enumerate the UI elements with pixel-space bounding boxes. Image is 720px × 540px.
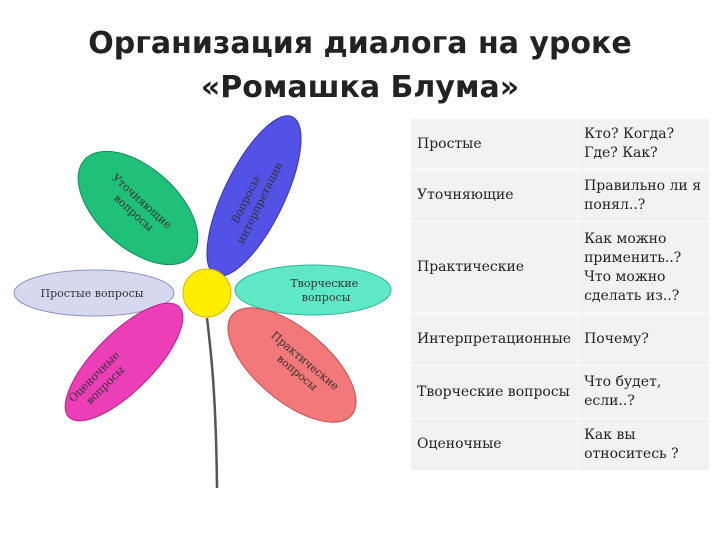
question-type-cell: Творческие вопросы [409,365,579,419]
table-row: Творческие вопросы Что будет, если..? [409,365,710,419]
petal-practical-shape [227,307,357,423]
title-line-1: Организация диалога на уроке [88,26,632,61]
flower-center [182,268,232,318]
example-question-cell: Как можно применить..? Что можно сделать… [577,221,710,314]
flower-stem [205,317,219,489]
petal-clarifying-shape [77,150,199,266]
question-type-cell: Уточняющие [409,169,579,222]
question-types-table: Простые Кто? Когда? Где? Как? Уточняющие… [409,118,710,471]
petal-creative-label-1: Творческие [290,277,358,290]
petal-practical: Практические вопросы [227,307,357,423]
petal-simple-shape [13,269,175,317]
table-row: Оценочные Как вы относитесь ? [409,418,710,471]
title-line-2: «Ромашка Блума» [200,70,520,105]
petal-interpretation: Вопросы- интерпретации [206,115,302,277]
question-type-cell: Оценочные [409,418,579,471]
petal-creative-label-2: вопросы [302,291,351,304]
bloom-daisy-diagram: Уточняющие вопросы Вопросы- интерпретаци… [13,115,392,489]
petal-simple-label: Простые вопросы [41,287,144,300]
example-question-cell: Кто? Когда? Где? Как? [577,118,710,170]
svg-text:Творческие вопросы: Творческие вопросы [290,277,361,304]
example-question-cell: Как вы относитесь ? [577,418,710,471]
example-question-cell: Что будет, если..? [577,365,710,419]
petal-simple: Простые вопросы [13,269,175,317]
table-row: Уточняющие Правильно ли я понял..? [409,169,710,222]
table-row: Практические Как можно применить..? Что … [409,221,710,314]
slide-title: Организация диалога на уроке «Ромашка Бл… [0,22,720,110]
question-type-cell: Интерпретационные [409,313,579,366]
question-type-cell: Простые [409,118,579,170]
petal-clarifying: Уточняющие вопросы [77,150,199,266]
petal-creative-shape [234,264,392,316]
example-question-cell: Почему? [577,313,710,366]
petal-creative: Творческие вопросы [234,264,392,316]
table-row: Простые Кто? Когда? Где? Как? [409,118,710,170]
table-row: Интерпретационные Почему? [409,313,710,366]
question-type-cell: Практические [409,221,579,314]
petal-evaluative-shape [64,302,184,422]
example-question-cell: Правильно ли я понял..? [577,169,710,222]
